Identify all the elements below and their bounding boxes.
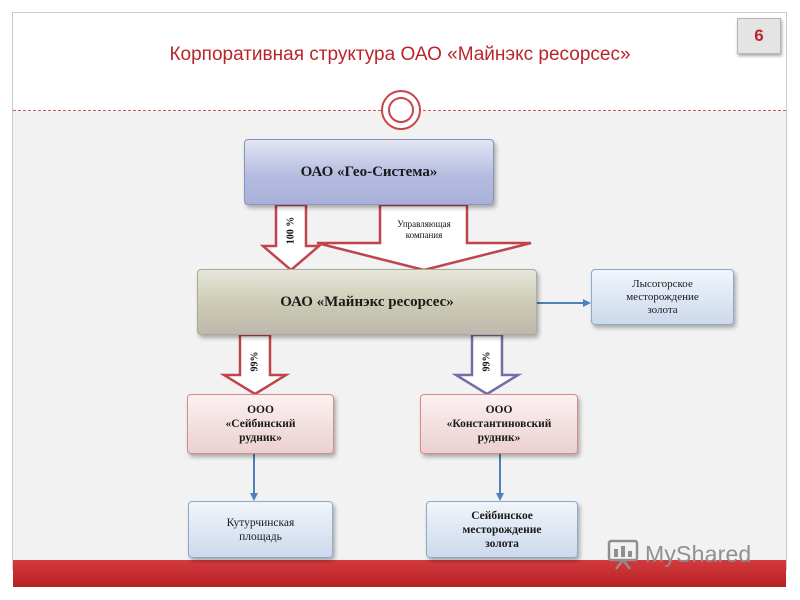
node-mainex-resources-label: ОАО «Майнэкс ресорсес» — [280, 293, 454, 310]
management-company-label: Управляющая компания — [397, 219, 451, 240]
node-kuturchinskaya-area-label: Кутурчинская площадь — [226, 516, 295, 543]
node-lysogorskoe-deposit: Лысогорское месторождение золота — [591, 269, 734, 325]
page-number-badge: 6 — [737, 18, 781, 54]
slide-title: Корпоративная структура ОАО «Майнэкс рес… — [169, 44, 631, 65]
share-label-99-right: 99% — [481, 351, 493, 372]
share-label-100: 100 % — [285, 216, 297, 245]
node-kuturchinskaya-area: Кутурчинская площадь — [188, 501, 333, 558]
decorative-circle-icon — [381, 90, 421, 130]
node-geo-sistema: ОАО «Гео-Система» — [244, 139, 494, 205]
node-seybinsky-mine-label: ООО «Сейбинский рудник» — [225, 404, 296, 444]
bottom-bar — [13, 560, 786, 587]
node-geo-sistema-label: ОАО «Гео-Система» — [300, 163, 438, 180]
watermark-logo: MyShared — [606, 536, 751, 572]
node-seybinskoe-deposit-label: Сейбинское месторождение золота — [462, 509, 542, 550]
watermark-text: MyShared — [645, 540, 752, 567]
presentation-board-icon — [607, 539, 639, 570]
node-mainex-resources: ОАО «Майнэкс ресорсес» — [197, 269, 537, 335]
node-seybinsky-mine: ООО «Сейбинский рудник» — [187, 394, 334, 454]
node-konstantinovsky-mine: ООО «Константиновский рудник» — [420, 394, 578, 454]
share-label-99-left: 99% — [249, 351, 261, 372]
management-arrow — [316, 203, 532, 272]
decorative-inner-circle — [388, 97, 414, 123]
node-lysogorskoe-deposit-label: Лысогорское месторождение золота — [626, 277, 699, 316]
ownership-arrow-100 — [259, 203, 323, 272]
node-seybinskoe-deposit: Сейбинское месторождение золота — [426, 501, 578, 558]
ownership-arrow-99-right — [451, 333, 523, 396]
ownership-arrow-99-left — [219, 333, 291, 396]
node-konstantinovsky-mine-label: ООО «Константиновский рудник» — [446, 404, 552, 444]
